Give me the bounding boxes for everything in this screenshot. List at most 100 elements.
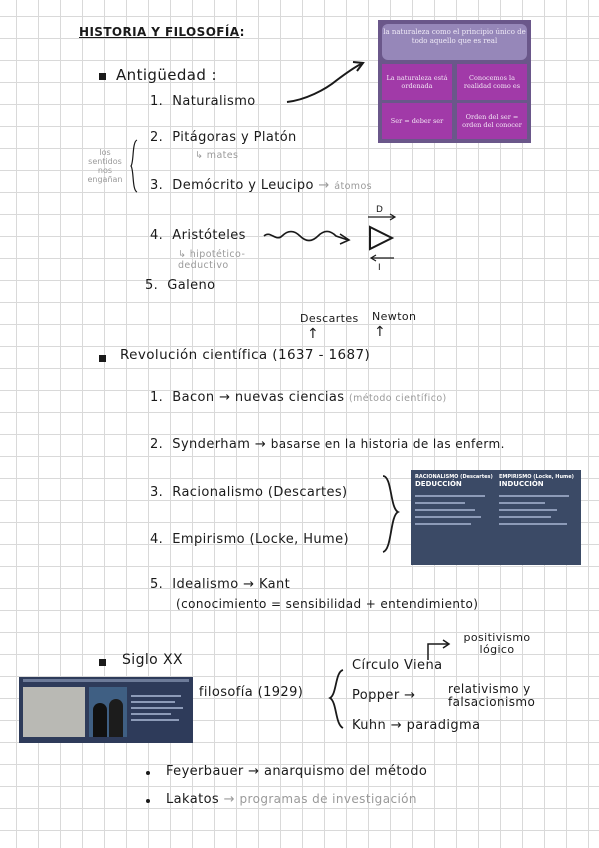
slide-right-sub: INDUCCIÓN xyxy=(499,480,544,488)
ant-item-4-num: 4. xyxy=(150,228,164,243)
rev-item-3-num: 3. xyxy=(150,485,164,500)
branch-kuhn-label: Kuhn xyxy=(352,718,387,733)
side-note-line-1: los xyxy=(99,148,111,157)
title-text: HISTORIA Y FILOSOFÍA xyxy=(79,25,240,39)
branch-circulo-note: positivismo lógico xyxy=(463,631,531,656)
label-newton: Newton xyxy=(372,310,417,323)
bullet-antiguedad xyxy=(99,73,106,80)
branch-kuhn-arrow: → xyxy=(390,718,403,733)
ant-item-4: 4. Aristóteles xyxy=(150,228,246,243)
purple-diagram: la naturaleza como el principio único de… xyxy=(378,20,531,143)
heading-siglo: Siglo XX xyxy=(122,652,183,668)
slide-left-sub: DEDUCCIÓN xyxy=(415,480,462,488)
ant-item-1: 1. Naturalismo xyxy=(150,94,256,109)
ant-item-5-num: 5. xyxy=(145,278,159,293)
ant-item-1-label: Naturalismo xyxy=(172,94,256,109)
slide-text-lines xyxy=(131,691,189,725)
purple-cell-4: Orden del ser = orden del conocer xyxy=(457,103,527,139)
slide-title-bar xyxy=(23,679,189,682)
rev-item-2-arrow: → xyxy=(254,437,267,452)
heading-antiguedad-text: Antigüedad xyxy=(116,66,207,84)
ant-item-4-label: Aristóteles xyxy=(172,228,246,243)
side-note-line-3: nos xyxy=(97,166,113,175)
rev-item-1-num: 1. xyxy=(150,390,164,405)
ant-item-2-label: Pitágoras y Platón xyxy=(172,130,297,145)
lakatos-detail: programas de investigación xyxy=(239,792,417,806)
feyerbauer-label: Feyerbauer xyxy=(166,764,244,779)
purple-cell-2: Conocemos la realidad como es xyxy=(457,64,527,100)
rev-item-5-arrow: → xyxy=(243,577,255,592)
side-bracket xyxy=(130,139,138,193)
word-cloud-image xyxy=(23,687,85,737)
rev-item-4-label: Empirismo (Locke, Hume) xyxy=(172,532,349,547)
rev-item-5-label: Idealismo xyxy=(172,577,239,592)
ant-item-2-note-text: mates xyxy=(206,150,239,161)
heading-antiguedad-colon: : xyxy=(211,66,217,84)
ant-item-4-note-text: hipotético-deductivo xyxy=(178,249,246,271)
bullet-siglo xyxy=(99,659,106,666)
rev-item-5-detail: Kant xyxy=(258,577,291,592)
ant-item-3: 3. Demócrito y Leucipo → átomos xyxy=(150,178,372,193)
bullet-dot xyxy=(146,799,150,803)
rev-item-2: 2. Synderham → basarse en la historia de… xyxy=(150,437,505,452)
rev-item-5: 5. Idealismo → Kant xyxy=(150,577,290,592)
rev-item-1-note: (método científico) xyxy=(349,393,447,404)
lakatos-arrow: → xyxy=(223,792,235,807)
up-arrow-icon: ↑ xyxy=(374,324,387,340)
feyerbauer-detail: anarquismo del método xyxy=(264,764,428,779)
ant-item-5-label: Galeno xyxy=(167,278,216,293)
brace-left xyxy=(328,669,344,729)
side-note-line-2: sentidos xyxy=(88,157,122,166)
heading-antiguedad: Antigüedad : xyxy=(116,66,217,84)
siglo-xx-slide xyxy=(19,677,193,743)
brace-right xyxy=(382,475,400,553)
deduction-triangle-icon: D I xyxy=(368,205,397,272)
bullet-dot xyxy=(146,771,150,775)
page-title: HISTORIA Y FILOSOFÍA: xyxy=(79,25,245,39)
rationalism-empiricism-slide: RACIONALISMO (Descartes) DEDUCCIÓN EMPIR… xyxy=(411,470,581,565)
rev-item-4: 4. Empirismo (Locke, Hume) xyxy=(150,532,349,547)
title-colon: : xyxy=(239,25,245,39)
bullet-revolucion xyxy=(99,355,106,362)
ant-item-1-num: 1. xyxy=(150,94,164,109)
side-note: los sentidos nos engañan xyxy=(80,148,130,184)
corner-arrow-icon: ↳ xyxy=(195,150,204,161)
arrow-up-right-icon xyxy=(427,639,451,660)
up-arrow-icon: ↑ xyxy=(307,326,320,342)
side-note-line-4: engañan xyxy=(87,175,123,184)
purple-cell-1: La naturaleza está ordenada xyxy=(382,64,452,100)
rev-item-1-arrow: → xyxy=(219,390,231,405)
ant-item-5: 5. Galeno xyxy=(145,278,216,293)
rev-item-2-num: 2. xyxy=(150,437,164,452)
branch-circulo: Círculo Viena xyxy=(352,658,443,673)
figures-image xyxy=(89,687,127,737)
rev-item-1: 1. Bacon → nuevas ciencias (método cient… xyxy=(150,390,447,405)
ant-item-3-label: Demócrito y Leucipo xyxy=(172,178,314,193)
rev-item-1-detail: nuevas ciencias xyxy=(234,390,345,405)
ant-item-2-note: ↳ mates xyxy=(195,150,238,161)
bullet-feyerbauer: Feyerbauer → anarquismo del método xyxy=(166,764,427,779)
slide-right-lines xyxy=(499,495,577,525)
rev-item-2-detail: basarse en la historia de las enferm. xyxy=(270,437,505,451)
rev-item-3-label: Racionalismo (Descartes) xyxy=(172,485,348,500)
ant-item-3-note: átomos xyxy=(334,181,373,192)
ant-item-2-num: 2. xyxy=(150,130,164,145)
slide-left-lines xyxy=(415,495,493,525)
branch-kuhn-detail: paradigma xyxy=(406,718,481,733)
label-descartes: Descartes xyxy=(300,312,359,325)
rev-item-5-line2: (conocimiento = sensibilidad + entendimi… xyxy=(176,597,479,611)
ant-item-2: 2. Pitágoras y Platón xyxy=(150,130,297,145)
branch-popper-label: Popper xyxy=(352,688,400,703)
ant-item-4-note: ↳ hipotético-deductivo xyxy=(178,249,288,271)
bullet-lakatos: Lakatos → programas de investigación xyxy=(166,792,417,807)
rev-item-5-num: 5. xyxy=(150,577,164,592)
arrow-naturalismo-to-box xyxy=(286,61,365,103)
heading-revolucion: Revolución científica (1637 - 1687) xyxy=(120,347,371,363)
lakatos-label: Lakatos xyxy=(166,792,220,807)
filosofia-label: ↳ filosofía (1929) xyxy=(183,685,303,700)
filosofia-text: filosofía (1929) xyxy=(198,685,304,700)
deduction-bottom-label: I xyxy=(378,263,381,272)
feyerbauer-arrow: → xyxy=(248,764,260,779)
corner-arrow-icon: ↳ xyxy=(178,249,187,260)
branch-popper-detail: relativismo y falsacionismo xyxy=(448,682,536,709)
